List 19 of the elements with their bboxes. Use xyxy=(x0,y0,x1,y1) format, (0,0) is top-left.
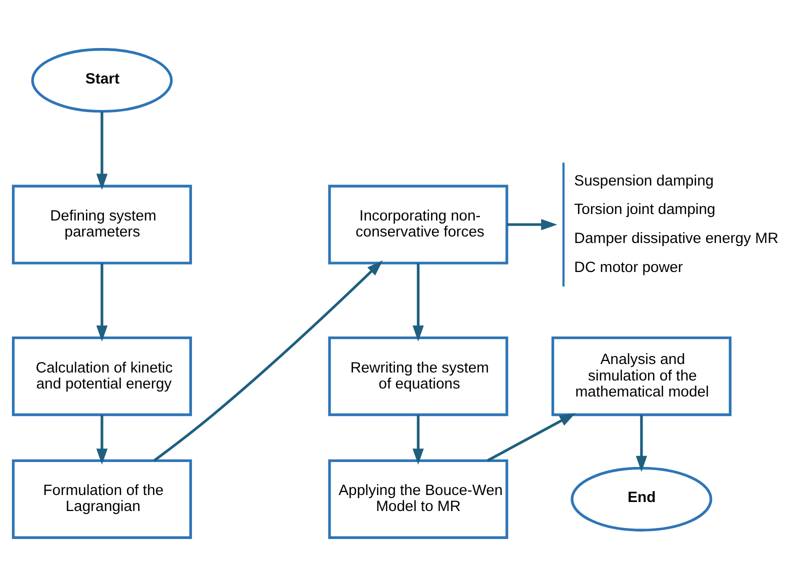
node-box: Formulation of the Lagrangian xyxy=(11,458,192,538)
node-text: Suspension damping Torsion joint damping Damper dissipative energy MR DC motor power xyxy=(574,172,778,276)
node-box: Analysis and simulation of the mathematical model xyxy=(550,336,731,416)
node-box: Calculation of kinetic and potential energy xyxy=(11,336,192,416)
arrow xyxy=(96,111,108,190)
node-box: Defining system parameters xyxy=(11,184,192,264)
arrow xyxy=(96,414,108,464)
arrow xyxy=(486,412,576,462)
node-ellipse: Start xyxy=(30,48,172,112)
node-box: Incorporating non-conservative forces xyxy=(328,184,508,264)
node-ellipse: End xyxy=(570,466,712,531)
node-box: Applying the Bouce-Wen Model to MR xyxy=(328,458,508,538)
arrow xyxy=(412,414,424,464)
arrow xyxy=(152,260,382,462)
arrow xyxy=(96,262,108,342)
node-box: Rewriting the system of equations xyxy=(328,336,508,416)
arrow xyxy=(412,262,424,342)
arrow xyxy=(635,414,647,472)
arrow xyxy=(506,218,557,230)
